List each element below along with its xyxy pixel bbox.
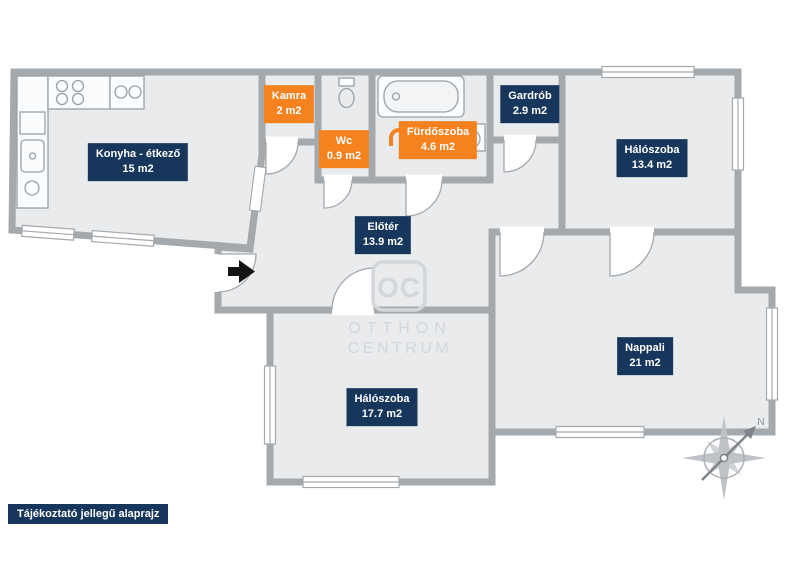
room-name: Fürdőszoba bbox=[406, 126, 470, 139]
room-label-furdoszoba: Fürdőszoba 4.6 m2 bbox=[398, 121, 478, 159]
oc-shield-icon bbox=[371, 260, 427, 312]
room-label-haloszoba-2: Hálószoba 17.7 m2 bbox=[346, 388, 418, 426]
kitchen-fixtures bbox=[16, 75, 145, 209]
room-name: Kamra bbox=[271, 90, 307, 103]
room-area: 15 m2 bbox=[122, 163, 154, 175]
room-area: 21 m2 bbox=[629, 357, 661, 369]
compass-north-label: N bbox=[757, 417, 764, 428]
room-area: 17.7 m2 bbox=[361, 408, 403, 420]
room-area: 13.4 m2 bbox=[631, 159, 673, 171]
room-label-kamra: Kamra 2 m2 bbox=[263, 85, 315, 123]
door-opening bbox=[248, 165, 267, 212]
room-name: Előtér bbox=[367, 221, 399, 234]
door-swing bbox=[331, 267, 375, 311]
room-area: 13.9 m2 bbox=[362, 236, 404, 248]
room-label-wc: Wc 0.9 m2 bbox=[318, 130, 370, 168]
entrance-arrow-icon bbox=[228, 260, 255, 283]
doors bbox=[212, 134, 655, 316]
stove-burner-icon bbox=[55, 79, 69, 93]
door-swing bbox=[323, 179, 353, 209]
window-symbol bbox=[302, 475, 400, 489]
kitchen-sink-icon bbox=[20, 139, 45, 173]
room-label-konyha: Konyha - étkező 15 m2 bbox=[87, 143, 189, 181]
room-name: Hálószoba bbox=[354, 393, 410, 406]
disclaimer-label: Tájékoztató jellegű alaprajz bbox=[8, 504, 169, 524]
room-area: 2 m2 bbox=[276, 105, 302, 117]
stove-burner-icon bbox=[71, 92, 85, 106]
watermark-initials: OC bbox=[377, 272, 421, 303]
room-area: 4.6 m2 bbox=[420, 141, 456, 153]
room-name: Hálószoba bbox=[624, 144, 680, 157]
room-area: 2.9 m2 bbox=[512, 105, 548, 117]
window-symbol bbox=[601, 65, 695, 79]
room-label-nappali: Nappali 21 m2 bbox=[617, 337, 673, 375]
room-label-eloter: Előtér 13.9 m2 bbox=[354, 216, 412, 254]
window-symbol bbox=[765, 307, 779, 401]
window-symbol bbox=[263, 365, 277, 445]
door-swing bbox=[609, 231, 655, 277]
room-name: Nappali bbox=[625, 342, 665, 355]
room-label-haloszoba-1: Hálószoba 13.4 m2 bbox=[616, 139, 688, 177]
room-name: Konyha - étkező bbox=[95, 148, 181, 161]
stove-burner-icon bbox=[71, 79, 85, 93]
door-swing bbox=[405, 179, 443, 217]
room-name: Wc bbox=[335, 135, 353, 148]
room-label-gardrob: Gardrób 2.9 m2 bbox=[500, 85, 560, 123]
door-swing bbox=[499, 231, 545, 277]
door-swing bbox=[265, 141, 299, 175]
compass-rose: N bbox=[682, 416, 766, 500]
window-symbol bbox=[20, 224, 75, 241]
sink-basin-icon bbox=[128, 85, 142, 99]
watermark-line1: OTTHON bbox=[348, 320, 452, 337]
toilet-bowl-icon bbox=[338, 87, 355, 109]
stove-burner-icon bbox=[55, 92, 69, 106]
door-swing bbox=[503, 139, 537, 173]
door-swing bbox=[217, 253, 257, 293]
windows bbox=[20, 65, 779, 489]
room-name: Gardrób bbox=[508, 90, 552, 103]
sink-basin-icon bbox=[114, 85, 128, 99]
window-symbol bbox=[731, 97, 745, 171]
window-symbol bbox=[555, 425, 645, 439]
watermark-logo: OC OTTHON CENTRUM bbox=[348, 260, 453, 357]
toilet-tank-icon bbox=[338, 77, 355, 87]
watermark-line2: CENTRUM bbox=[348, 340, 453, 357]
window-symbol bbox=[90, 229, 155, 247]
room-area: 0.9 m2 bbox=[326, 150, 362, 162]
